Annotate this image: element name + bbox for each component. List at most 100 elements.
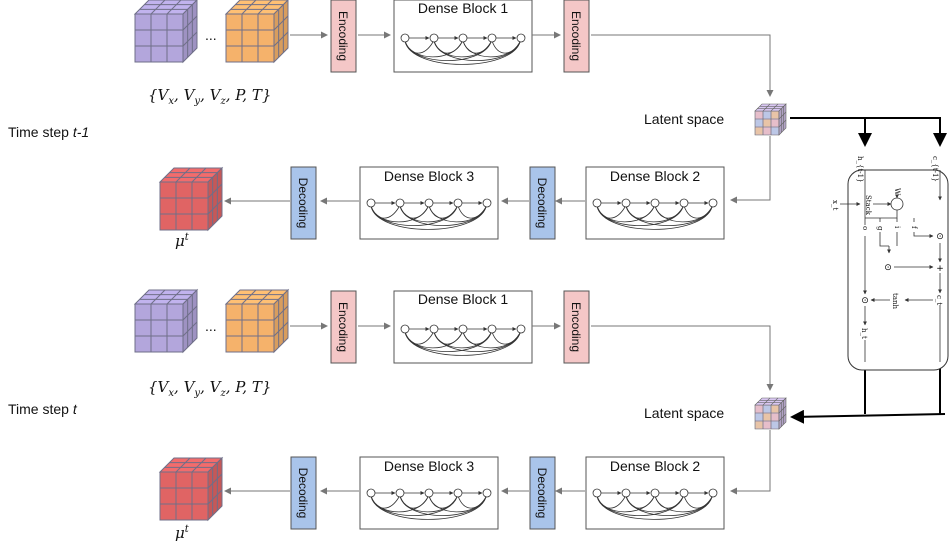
input-variables-label: {Vx, Vy, Vz, P, T} <box>148 378 271 399</box>
matmul-node <box>890 197 904 211</box>
dense-node <box>424 198 434 208</box>
dense-connections <box>400 324 526 356</box>
stack-label: Stack <box>864 195 872 216</box>
dense-node <box>429 324 439 334</box>
latent-space-label: Latent space <box>644 111 724 127</box>
input-cube-purple <box>133 288 199 354</box>
gate-i-label: i <box>893 226 901 229</box>
dense-connections <box>592 198 718 230</box>
dense-block-3-title: Dense Block 3 <box>384 458 474 474</box>
dense-block-1-title: Dense Block 1 <box>418 0 508 16</box>
dense-node <box>400 33 410 43</box>
input-variables-label: {Vx, Vy, Vz, P, T} <box>148 86 271 107</box>
dense-node <box>395 198 405 208</box>
dense-node <box>453 488 463 498</box>
time-step-label: Time step t <box>8 401 78 417</box>
dense-node <box>429 33 439 43</box>
dense-node <box>366 488 376 498</box>
time-step-label: Time step t-1 <box>8 124 89 140</box>
decoding-block-1 <box>529 456 556 530</box>
dense-node <box>679 198 689 208</box>
ellipsis: ... <box>205 318 217 334</box>
decoding-block-1-label: Decoding <box>535 468 549 519</box>
dense-node <box>458 324 468 334</box>
decoding-block-2 <box>290 166 317 240</box>
c-t-label: c_t <box>935 295 943 305</box>
h-prev-label: h_{t-1} <box>856 156 864 183</box>
dense-block-2-title: Dense Block 2 <box>610 458 700 474</box>
dense-node <box>424 488 434 498</box>
decoding-block-1 <box>529 166 556 240</box>
gate-o-label: o <box>861 226 869 230</box>
encoding-block-1 <box>330 0 357 73</box>
dense-node <box>366 198 376 208</box>
x-t-label: x_t <box>831 200 839 210</box>
decoding-block-2-label: Decoding <box>296 178 310 229</box>
dense-node <box>516 324 526 334</box>
dense-connections <box>400 33 526 65</box>
latent-cube <box>754 103 787 136</box>
dense-node <box>650 488 660 498</box>
tanh-label: tanh <box>891 293 899 309</box>
ellipsis: ... <box>205 27 217 43</box>
w-label: W <box>893 188 901 196</box>
encoding-block-1-label: Encoding <box>336 11 350 61</box>
plus-node: + <box>936 264 944 274</box>
gate-g-label: g <box>876 226 884 231</box>
dense-connections <box>366 198 492 230</box>
output-label: μt <box>175 524 190 542</box>
c-prev-label: c_{t-1} <box>931 156 939 182</box>
dense-node <box>679 488 689 498</box>
dense-node <box>458 33 468 43</box>
latent-to-lstm-arrow <box>790 117 947 147</box>
dense-node <box>482 198 492 208</box>
odot-f: ⊙ <box>936 232 944 242</box>
decoding-block-2-label: Decoding <box>296 468 310 519</box>
encoding-block-2 <box>563 290 590 364</box>
dense-node <box>400 324 410 334</box>
dense-node <box>650 198 660 208</box>
dense-node <box>516 33 526 43</box>
output-cube-red <box>158 166 224 232</box>
odot-ig: ⊙ <box>884 263 892 273</box>
decoding-block-1-label: Decoding <box>535 178 549 229</box>
lstm-cell-box <box>847 169 949 371</box>
dense-node <box>708 198 718 208</box>
output-cube-red <box>158 456 224 522</box>
gate-f-label: f <box>910 226 918 230</box>
dense-node <box>592 198 602 208</box>
dense-node <box>487 33 497 43</box>
input-cube-orange <box>224 288 290 354</box>
dense-node <box>482 488 492 498</box>
dense-node <box>621 488 631 498</box>
dense-node <box>621 198 631 208</box>
encoding-block-2-label: Encoding <box>569 11 583 61</box>
encoding-block-2 <box>563 0 590 73</box>
dense-node <box>395 488 405 498</box>
encoding-block-2-label: Encoding <box>569 302 583 352</box>
encoding-block-1 <box>330 290 357 364</box>
dense-node <box>592 488 602 498</box>
row-time-step-t-minus-1: Time step t-1 ... {Vx, Vy, Vz, P, T} Enc… <box>8 0 787 250</box>
dense-node <box>453 198 463 208</box>
dense-node <box>708 488 718 498</box>
h-t-label: h_t <box>860 328 868 339</box>
dense-node <box>487 324 497 334</box>
dense-block-1-title: Dense Block 1 <box>418 291 508 307</box>
dense-connections <box>366 488 492 520</box>
decoding-block-2 <box>290 456 317 530</box>
latent-cube <box>754 397 787 430</box>
dense-connections <box>592 488 718 520</box>
row-time-step-t: Time step t ... {Vx, Vy, Vz, P, T} Encod… <box>8 288 787 542</box>
dense-block-2-title: Dense Block 2 <box>610 168 700 184</box>
input-cube-orange <box>224 0 289 64</box>
encoding-block-1-label: Encoding <box>336 302 350 352</box>
input-cube-purple <box>133 0 198 64</box>
odot-o: ⊙ <box>861 296 869 306</box>
lstm-cell: h_{t-1} c_{t-1} x_t Stack W o g i f ⊙ ⊙ … <box>790 117 949 424</box>
dense-block-3-title: Dense Block 3 <box>384 168 474 184</box>
lstm-to-latent-arrow <box>790 409 946 424</box>
output-label: μt <box>175 232 190 250</box>
latent-space-label: Latent space <box>644 405 724 421</box>
